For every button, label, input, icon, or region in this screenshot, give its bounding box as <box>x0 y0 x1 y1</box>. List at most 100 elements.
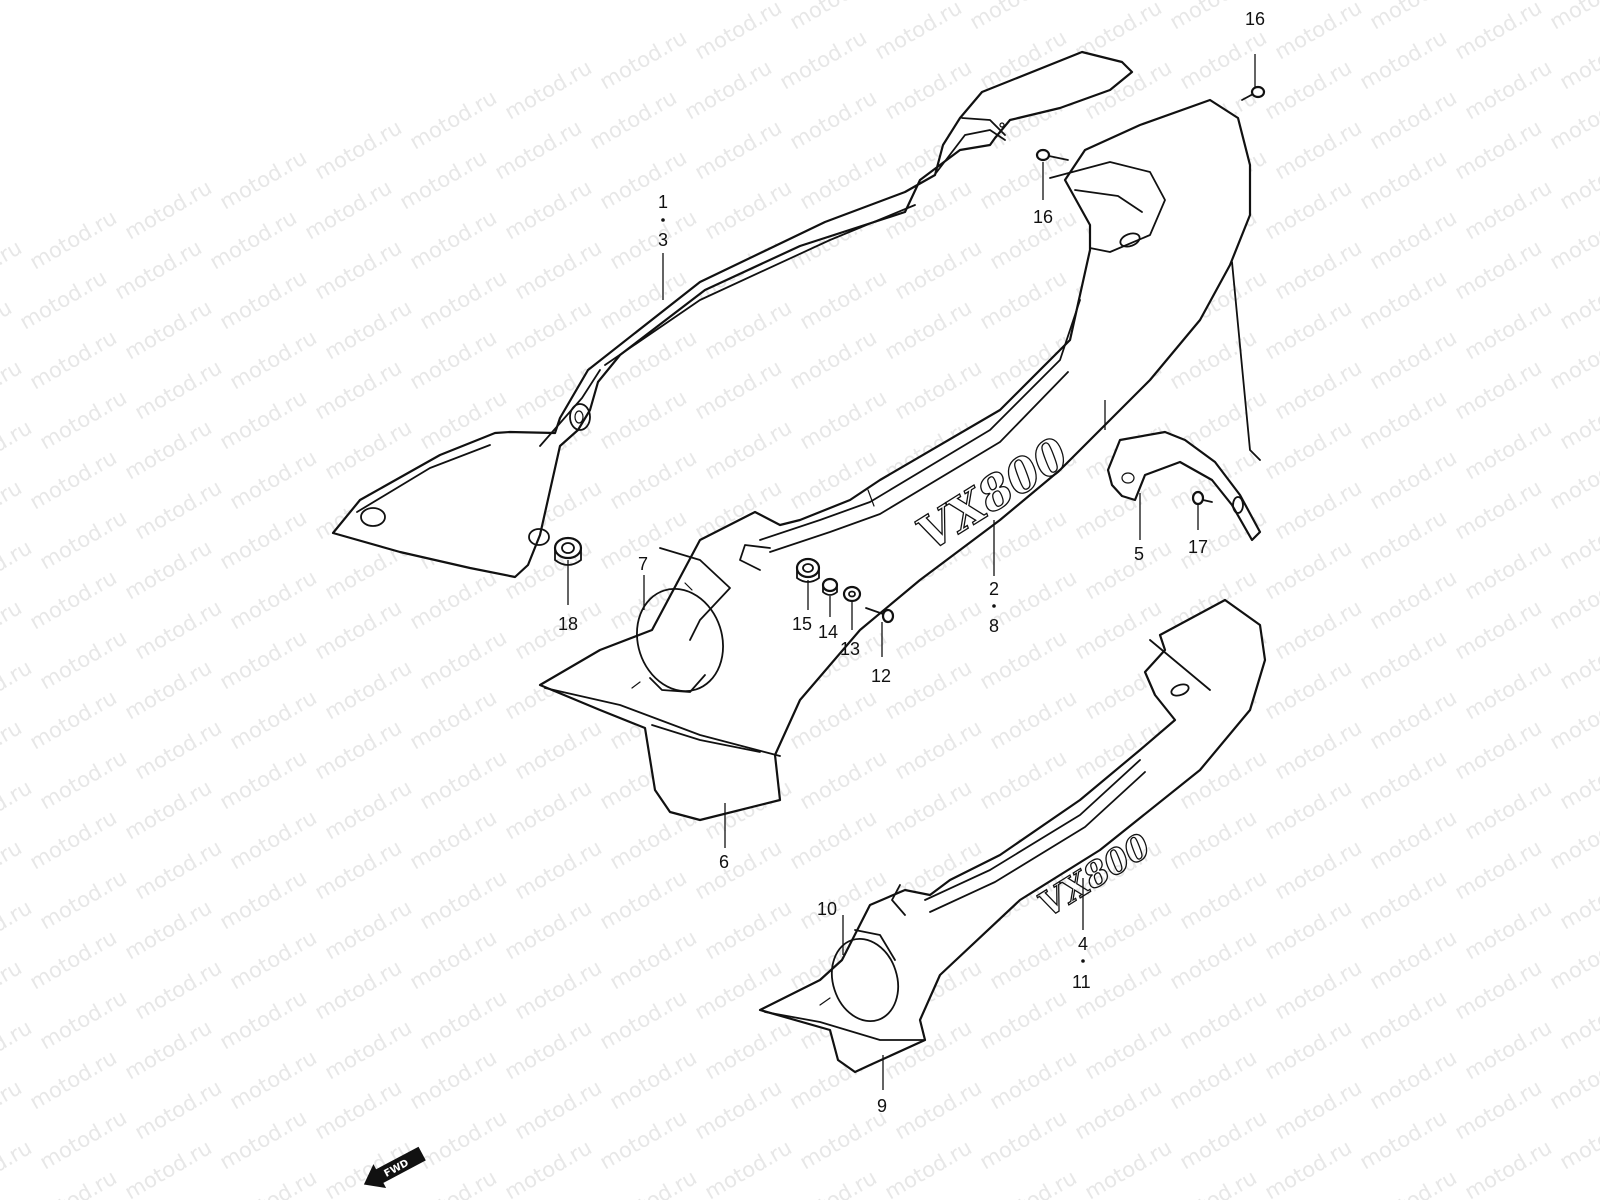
watermark-text: motod.ru <box>1261 775 1356 844</box>
watermark-text: motod.ru <box>26 1165 121 1200</box>
watermark-text: motod.ru <box>121 775 216 844</box>
watermark-text: motod.ru <box>1271 0 1366 64</box>
watermark-text: motod.ru <box>226 1045 321 1114</box>
watermark-text: motod.ru <box>1366 1165 1461 1200</box>
watermark-text: motod.ru <box>1451 835 1546 904</box>
watermark-text: motod.ru <box>36 625 131 694</box>
watermark-text: motod.ru <box>511 1075 606 1144</box>
watermark-text: motod.ru <box>206 205 301 274</box>
watermark-text: motod.ru <box>396 145 491 214</box>
watermark-text: motod.ru <box>406 85 501 154</box>
watermark-text: motod.ru <box>691 835 786 904</box>
watermark-text: motod.ru <box>1271 955 1366 1024</box>
watermark-text: motod.ru <box>121 535 216 604</box>
watermark-text: motod.ru <box>1461 655 1556 724</box>
watermark-text: motod.ru <box>26 1045 121 1114</box>
watermark-text: motod.ru <box>1176 985 1271 1054</box>
watermark-text: motod.ru <box>1271 595 1366 664</box>
watermark-text: motod.ru <box>111 235 206 304</box>
watermark-text: motod.ru <box>1071 595 1166 664</box>
watermark-text: motod.ru <box>1451 355 1546 424</box>
watermark-text: motod.ru <box>1451 955 1546 1024</box>
watermark-text: motod.ru <box>1261 1015 1356 1084</box>
watermark-text: motod.ru <box>511 835 606 904</box>
watermark-text: motod.ru <box>1461 1135 1556 1200</box>
watermark-text: motod.ru <box>1366 565 1461 634</box>
watermark-text: motod.ru <box>406 205 501 274</box>
watermark-text: motod.ru <box>36 985 131 1054</box>
watermark-text: motod.ru <box>0 535 36 604</box>
watermark-text: motod.ru <box>26 325 121 394</box>
watermark-text: motod.ru <box>121 295 216 364</box>
watermark-text: motod.ru <box>216 865 311 934</box>
watermark-text: motod.ru <box>1071 1075 1166 1144</box>
watermark-text: motod.ru <box>1556 385 1600 454</box>
watermark-text: motod.ru <box>1261 655 1356 724</box>
watermark-text: motod.ru <box>1451 235 1546 304</box>
watermark-text: motod.ru <box>1166 1165 1261 1200</box>
watermark-text: motod.ru <box>796 385 891 454</box>
watermark-text: motod.ru <box>1366 325 1461 394</box>
watermark-text: motod.ru <box>0 775 36 844</box>
watermark-text: motod.ru <box>216 745 311 814</box>
watermark-text: motod.ru <box>691 0 786 64</box>
watermark-text: motod.ru <box>36 1105 131 1174</box>
watermark-text: motod.ru <box>986 1165 1081 1200</box>
watermark-text: motod.ru <box>596 985 691 1054</box>
watermark-text: motod.ru <box>1271 235 1366 304</box>
watermark-text: motod.ru <box>786 805 881 874</box>
watermark-text: motod.ru <box>16 265 111 334</box>
watermark-text: motod.ru <box>976 1105 1071 1174</box>
watermark-text: motod.ru <box>1271 475 1366 544</box>
watermark-text: motod.ru <box>891 595 986 664</box>
watermark-text: motod.ru <box>0 355 26 424</box>
watermark-text: motod.ru <box>1451 475 1546 544</box>
callout-10: 10 <box>817 899 837 919</box>
watermark-text: motod.ru <box>121 895 216 964</box>
callout-1: 1 <box>658 192 668 212</box>
watermark-text: motod.ru <box>881 295 976 364</box>
watermark-text: motod.ru <box>26 445 121 514</box>
watermark-text: motod.ru <box>1546 685 1600 754</box>
watermark-text: motod.ru <box>321 895 416 964</box>
watermark-text: motod.ru <box>1461 535 1556 604</box>
watermark-text: motod.ru <box>1261 535 1356 604</box>
watermark-text: motod.ru <box>1356 505 1451 574</box>
bracket <box>1106 430 1262 542</box>
watermark-text: motod.ru <box>1546 325 1600 394</box>
watermark-text: motod.ru <box>881 655 976 724</box>
watermark-text: motod.ru <box>596 865 691 934</box>
watermark-text: motod.ru <box>1451 0 1546 64</box>
watermark-text: motod.ru <box>216 505 311 574</box>
watermark-text: motod.ru <box>881 1135 976 1200</box>
watermark-text: motod.ru <box>1546 925 1600 994</box>
watermark-text: motod.ru <box>0 1015 36 1084</box>
watermark-text: motod.ru <box>501 1015 596 1084</box>
watermark-text: motod.ru <box>1356 985 1451 1054</box>
watermark-text: motod.ru <box>36 385 131 454</box>
watermark-text: motod.ru <box>1356 25 1451 94</box>
watermark-text: motod.ru <box>586 85 681 154</box>
watermark-text: motod.ru <box>606 1165 701 1200</box>
watermark-text: motod.ru <box>1461 775 1556 844</box>
screw-16-upper <box>1241 85 1266 101</box>
watermark-text: motod.ru <box>416 985 511 1054</box>
watermark-text: motod.ru <box>1366 0 1461 34</box>
watermark-text: motod.ru <box>891 1075 986 1144</box>
watermark-text: motod.ru <box>406 565 501 634</box>
screw-12 <box>865 607 895 624</box>
watermark-text: motod.ru <box>1271 715 1366 784</box>
watermark-text: motod.ru <box>1556 625 1600 694</box>
watermark-text: motod.ru <box>606 205 701 274</box>
watermark-text: motod.ru <box>226 445 321 514</box>
watermark-text: motod.ru <box>1546 565 1600 634</box>
watermark-text: motod.ru <box>1451 595 1546 664</box>
watermark-text: motod.ru <box>606 325 701 394</box>
collar-14 <box>821 577 839 596</box>
watermark-text: motod.ru <box>1081 895 1176 964</box>
watermark-text: motod.ru <box>786 85 881 154</box>
watermark-text: motod.ru <box>0 295 16 364</box>
watermark-text: motod.ru <box>1461 415 1556 484</box>
watermark-text: motod.ru <box>1366 685 1461 754</box>
watermark-text: motod.ru <box>131 595 226 664</box>
